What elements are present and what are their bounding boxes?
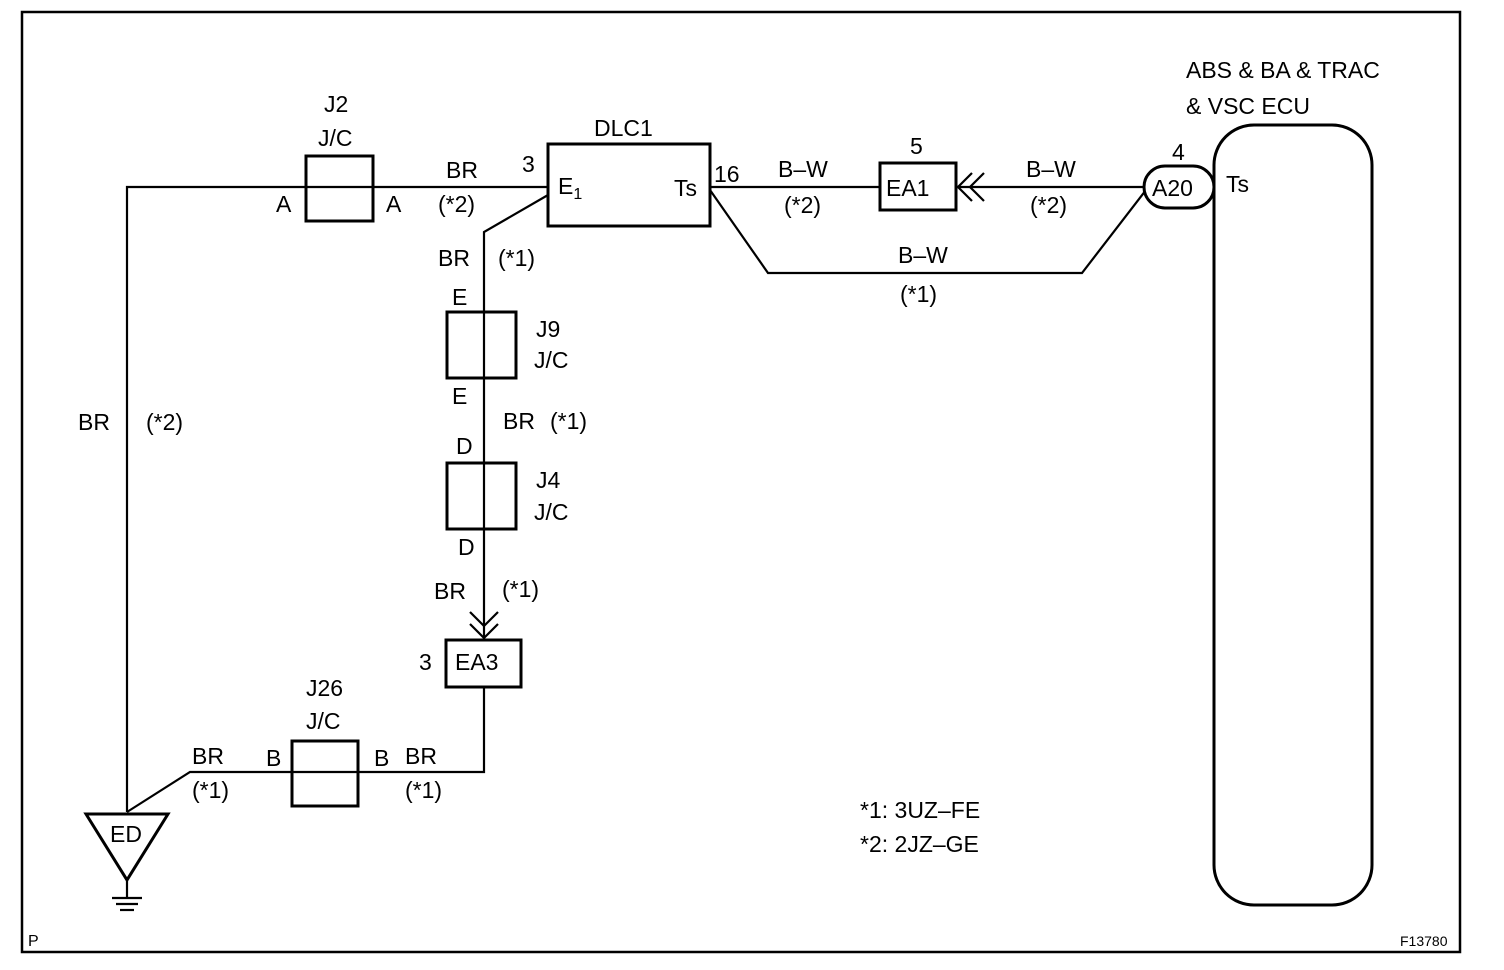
j26-right-pin: B: [374, 745, 389, 771]
wire-ea3-j26-note: (*1): [405, 777, 442, 803]
wire-j26-ed-color: BR: [192, 743, 224, 769]
j4-label: J4: [536, 467, 561, 493]
j2-label: J2: [324, 91, 348, 117]
ea3-label: EA3: [455, 649, 498, 675]
wire-j26-ed-note: (*1): [192, 777, 229, 803]
ecu-body: [1212, 123, 1374, 907]
ea3-connector-chevron-outer: [469, 611, 499, 628]
j9-bottom-pin: E: [452, 383, 467, 409]
dlc1-pin-ts: Ts: [674, 175, 697, 201]
j9-type: J/C: [534, 347, 569, 373]
wire-dlc-a20-color: B–W: [898, 242, 948, 268]
wire-ed-j2-note: (*2): [146, 409, 183, 435]
a20-label: A20: [1152, 175, 1193, 201]
wire-j2-dlc-color: BR: [446, 157, 478, 183]
wire-ea1-a20-color: B–W: [1026, 156, 1076, 182]
wire-dlc-ea1-color: B–W: [778, 156, 828, 182]
dlc1-pin-e1: E1: [558, 173, 582, 203]
j9-top-pin: E: [452, 284, 467, 310]
corner-label-p: P: [28, 933, 39, 950]
wire-dlc-a20-note: (*1): [900, 281, 937, 307]
dlc1-label: DLC1: [594, 115, 653, 141]
j4-junction-box: [445, 461, 518, 531]
wire-dlc-ea1-note: (*2): [784, 192, 821, 218]
wire-j9-j4-note: (*1): [550, 408, 587, 434]
a20-pin-number: 4: [1172, 139, 1185, 165]
ea1-connector-chevron-outer: [968, 172, 985, 202]
j2-left-pin: A: [276, 191, 292, 217]
dlc1-pin-ts-number: 16: [714, 161, 740, 187]
j9-junction-box: [445, 310, 518, 380]
wire-j2-dlc-note: (*2): [438, 191, 475, 217]
wire-ea1-a20-note: (*2): [1030, 192, 1067, 218]
j4-bottom-pin: D: [458, 534, 475, 560]
wire-ea3-j26-color: BR: [405, 743, 437, 769]
ecu-name-line1: ABS & BA & TRAC: [1186, 57, 1380, 83]
ed-ground-triangle: [83, 812, 171, 883]
ecu-name-line2: & VSC ECU: [1186, 93, 1310, 119]
wire-dlc-j9-color: BR: [438, 245, 470, 271]
dlc1-pin-e1-number: 3: [522, 151, 535, 177]
j4-top-pin: D: [456, 433, 473, 459]
wire-j9-j4-color: BR: [503, 408, 535, 434]
ea3-pin-number: 3: [419, 649, 432, 675]
legend-note-1: *1: 3UZ–FE: [860, 797, 980, 823]
ground-symbol-icon: [112, 880, 142, 912]
wire-dlc-j9-note: (*1): [498, 245, 535, 271]
wire-j4-ea3-note: (*1): [502, 576, 539, 602]
j2-junction-box: [304, 154, 375, 223]
ea1-pin-number: 5: [910, 133, 923, 159]
ea3-connector-chevron-inner: [469, 623, 499, 640]
j26-type: J/C: [306, 708, 341, 734]
wire-dlc1-a20-lower: [709, 189, 1147, 275]
ea1-connector-box: [878, 161, 958, 212]
figure-id: F13780: [1400, 933, 1448, 949]
ea1-connector-chevron-inner: [956, 172, 973, 202]
j2-type: J/C: [318, 125, 353, 151]
j9-label: J9: [536, 316, 560, 342]
j2-right-pin: A: [386, 191, 402, 217]
ea3-connector-box: [444, 638, 523, 689]
diagram-frame: [20, 10, 1462, 954]
j26-junction-box: [290, 739, 360, 808]
j26-label: J26: [306, 675, 343, 701]
wire-ed-j2-color: BR: [78, 409, 110, 435]
wire-ed-j2-dlc1: [125, 185, 548, 812]
ecu-pin-ts: Ts: [1226, 171, 1249, 197]
ed-label: ED: [110, 821, 142, 847]
ea1-label: EA1: [886, 175, 929, 201]
dlc1-connector-box: [546, 142, 712, 228]
legend-note-2: *2: 2JZ–GE: [860, 831, 979, 857]
wire-j4-ea3-color: BR: [434, 578, 466, 604]
j4-type: J/C: [534, 499, 569, 525]
j26-left-pin: B: [266, 745, 281, 771]
